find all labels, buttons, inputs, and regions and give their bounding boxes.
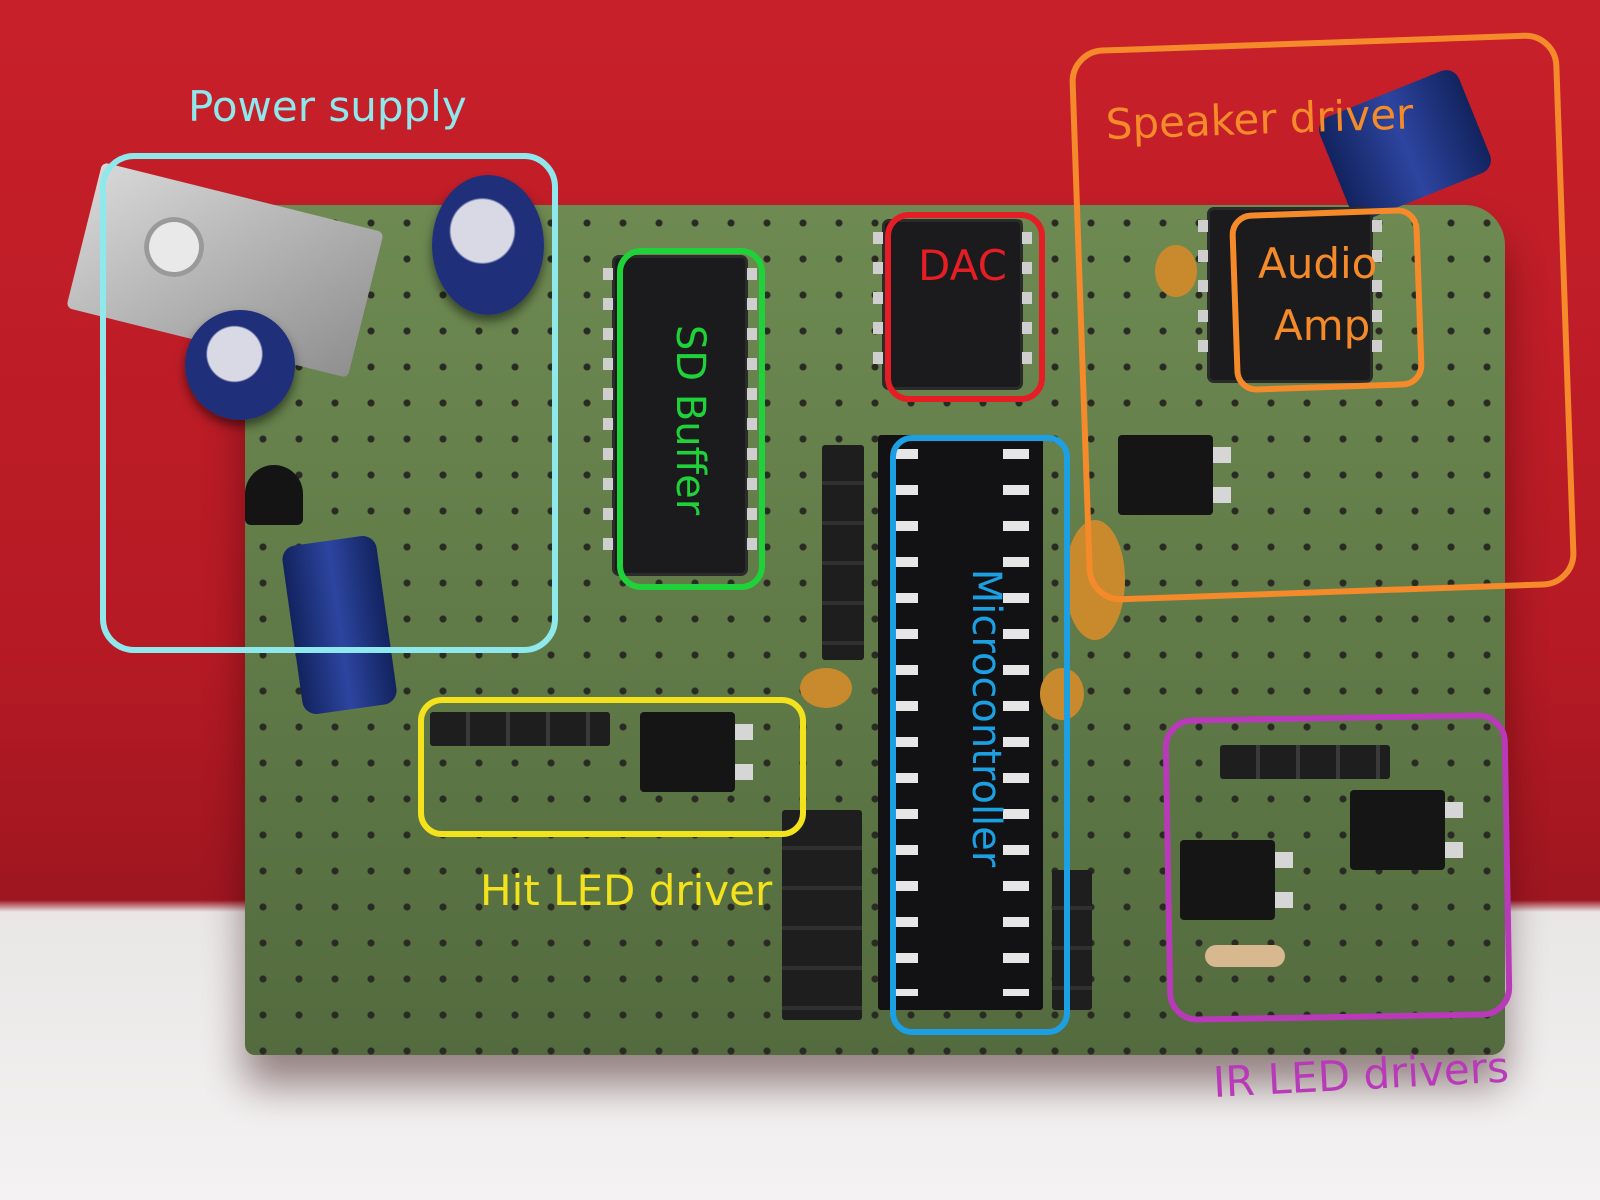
audio-amp-label-line1: Audio — [1258, 239, 1378, 288]
power-supply-box — [100, 153, 558, 653]
ceramic-capacitor — [1065, 520, 1125, 640]
power-supply-label: Power supply — [188, 82, 467, 131]
ir-led-drivers-label: IR LED drivers — [1211, 1042, 1510, 1107]
transistor — [245, 465, 303, 525]
ceramic-capacitor — [1155, 245, 1197, 297]
resistor — [1205, 945, 1285, 967]
audio-amp-box — [1228, 206, 1426, 394]
audio-amp-chip — [1198, 210, 1382, 380]
microcontroller-socket — [878, 435, 1043, 1010]
electrolytic-capacitor — [432, 175, 544, 315]
pin-header — [1052, 870, 1092, 1010]
microcontroller-label: Microcontroller — [963, 568, 1009, 868]
pin-header — [430, 712, 610, 746]
mosfet — [1118, 435, 1231, 515]
sd-buffer-box — [617, 248, 765, 590]
ceramic-capacitor — [800, 668, 852, 708]
hit-led-driver-label: Hit LED driver — [480, 866, 773, 915]
dac-chip — [873, 222, 1032, 387]
electrolytic-capacitor — [185, 310, 295, 420]
dac-box — [885, 212, 1045, 402]
pin-header — [822, 445, 864, 660]
mosfet — [1180, 840, 1293, 920]
sd-buffer-chip — [603, 258, 757, 573]
sd-buffer-label: SD Buffer — [667, 324, 713, 516]
ceramic-capacitor — [1040, 668, 1084, 720]
pin-header — [782, 810, 862, 1020]
pin-header — [1220, 745, 1390, 779]
mosfet — [640, 712, 753, 792]
speaker-driver-label: Speaker driver — [1104, 89, 1415, 149]
microcontroller-box — [890, 435, 1070, 1035]
dac-label: DAC — [918, 241, 1007, 290]
audio-amp-label-line2: Amp — [1274, 301, 1371, 350]
hit-led-driver-box — [418, 697, 806, 837]
mosfet — [1350, 790, 1463, 870]
ir-led-drivers-box — [1162, 712, 1513, 1023]
